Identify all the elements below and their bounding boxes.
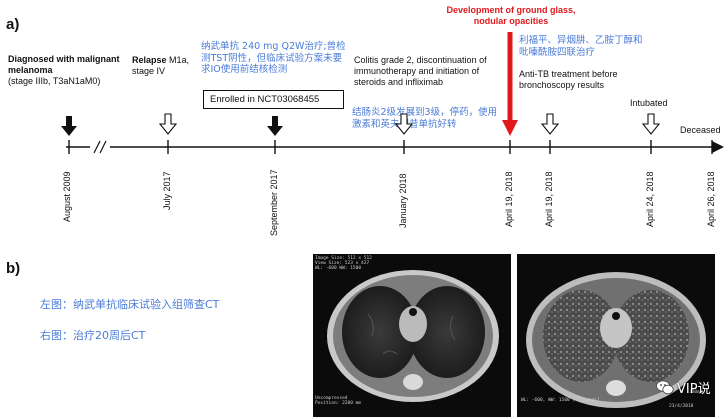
solid-arrows bbox=[61, 116, 283, 136]
arrow-enrolled bbox=[267, 116, 283, 136]
watermark-text: VIP说 bbox=[677, 382, 711, 397]
red-arrow-head bbox=[502, 120, 518, 136]
date-apr26: April 26, 2018 bbox=[706, 171, 716, 227]
arrow-intubated bbox=[641, 113, 661, 135]
event-diagnosis-title: Diagnosed with malignant melanoma bbox=[8, 54, 120, 75]
red-arrow-shaft bbox=[507, 32, 513, 122]
event-anti-tb: Anti-TB treatment before bronchoscopy re… bbox=[519, 69, 618, 90]
arrow-diagnosis bbox=[61, 116, 77, 136]
arrow-anti-tb bbox=[540, 113, 560, 135]
ct-scan-right-image bbox=[526, 272, 706, 408]
enrolled-box: Enrolled in NCT03068455 bbox=[203, 90, 344, 109]
date-jul-2017: July 2017 bbox=[162, 171, 172, 210]
event-ground-glass: Development of ground glass, nodular opa… bbox=[446, 5, 576, 26]
arrow-relapse bbox=[158, 113, 178, 135]
axis-break-mark-2 bbox=[99, 140, 107, 154]
date-apr19-b: April 19, 2018 bbox=[544, 171, 554, 227]
panel-a-label: a) bbox=[6, 16, 20, 33]
ct-right-ma: 130mA bbox=[689, 390, 703, 395]
ct-scan-right: WL: -600, WW: 1500 [CT Lungs] 23/4/2018 … bbox=[517, 254, 715, 417]
event-anti-tb-cn-note: 利福平、异烟肼、乙胺丁醇和吡嗪酰胺四联治疗 bbox=[519, 35, 643, 58]
axis-break-mark bbox=[93, 140, 101, 154]
timeline-end-arrow bbox=[712, 141, 724, 153]
panel-b-label: b) bbox=[6, 260, 21, 277]
event-relapse-title: Relapse bbox=[132, 55, 167, 65]
timeline-ticks bbox=[68, 140, 713, 154]
wechat-icon bbox=[656, 380, 674, 395]
ct-right-wl: WL: -600, WW: 1500 [CT Lungs] bbox=[521, 398, 600, 403]
event-deceased: Deceased bbox=[680, 125, 721, 135]
timeline-graphic bbox=[61, 32, 724, 154]
date-sep-2017: September 2017 bbox=[269, 169, 279, 236]
event-relapse: Relapse M1a, stage IV bbox=[132, 55, 202, 77]
event-relapse-detail1: M1a, bbox=[169, 55, 190, 65]
ct-scan-left: Image Size: 512 x 512 View Size: 523 x 4… bbox=[313, 254, 511, 417]
caption-right: 右图：治疗20周后CT bbox=[40, 329, 146, 342]
event-intubated: Intubated bbox=[630, 98, 668, 108]
hollow-arrows bbox=[158, 113, 661, 135]
date-aug-2009: August 2009 bbox=[62, 171, 72, 222]
event-diagnosis: Diagnosed with malignant melanoma (stage… bbox=[8, 54, 128, 87]
event-relapse-cn-note: 纳武单抗 240 mg Q2W治疗;曾检测TST阴性，但临床试验方案未要求IO使… bbox=[201, 41, 346, 75]
ct-right-date: 23/4/2018 bbox=[669, 404, 694, 409]
caption-left: 左图：纳武单抗临床试验入组筛查CT bbox=[40, 298, 220, 311]
date-apr24: April 24, 2018 bbox=[645, 171, 655, 227]
event-diagnosis-detail: (stage IIIb, T3aN1aM0) bbox=[8, 76, 101, 86]
date-jan-2018: January 2018 bbox=[398, 173, 408, 228]
watermark: VIP说 bbox=[656, 378, 711, 397]
ct-scan-left-image bbox=[327, 270, 499, 402]
date-apr19-a: April 19, 2018 bbox=[504, 171, 514, 227]
arrow-colitis bbox=[394, 113, 414, 135]
event-colitis: Colitis grade 2, discontinuation of immu… bbox=[354, 55, 487, 87]
event-relapse-detail2: stage IV bbox=[132, 66, 166, 76]
